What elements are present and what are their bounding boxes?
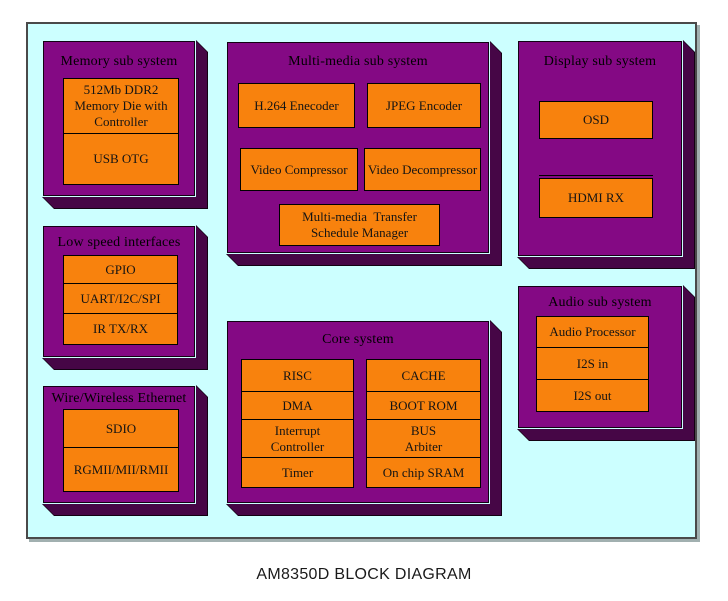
block-i2s-in: I2S in [536, 347, 649, 380]
block-risc: RISC [241, 359, 354, 392]
hdmi-divider-line [539, 175, 653, 176]
block-jpeg-encoder: JPEG Encoder [367, 83, 481, 128]
core-left-column: RISC DMA Interrupt Controller Timer [241, 359, 354, 488]
block-interrupt-controller: Interrupt Controller [241, 419, 354, 458]
panel-title: Audio sub system [548, 295, 652, 310]
panel-title: Memory sub system [60, 54, 178, 69]
low-speed-block-stack: GPIO UART/I2C/SPI IR TX/RX [63, 255, 178, 345]
diagram-caption: AM8350D BLOCK DIAGRAM [256, 566, 472, 583]
block-timer: Timer [241, 457, 354, 488]
block-dma: DMA [241, 391, 354, 420]
panel-display-subsystem: Display sub system OSD HDMI RX [518, 41, 694, 268]
memory-block-stack: 512Mb DDR2 Memory Die with Controller US… [63, 78, 179, 185]
diagram-canvas: Memory sub system 512Mb DDR2 Memory Die … [26, 22, 697, 539]
panel-wire-wireless-ethernet: Wire/Wireless Ethernet SDIO RGMII/MII/RM… [43, 386, 207, 515]
block-uart-i2c-spi: UART/I2C/SPI [63, 283, 178, 314]
block-video-decompressor: Video Decompressor [364, 148, 481, 191]
panel-title: Multi-media sub system [288, 54, 428, 69]
block-bus-arbiter: BUS Arbiter [366, 419, 481, 458]
block-cache: CACHE [366, 359, 481, 392]
block-ir-tx-rx: IR TX/RX [63, 313, 178, 345]
panel-core-system: Core system RISC DMA Interrupt Controlle… [227, 321, 501, 515]
panel-title: Low speed interfaces [57, 235, 181, 250]
block-i2s-out: I2S out [536, 379, 649, 412]
panel-title: Display sub system [543, 54, 657, 69]
block-multimedia-transfer-schedule-manager: Multi-media Transfer Schedule Manager [279, 204, 440, 246]
block-rgmii-mii-rmii: RGMII/MII/RMII [63, 447, 179, 492]
block-boot-rom: BOOT ROM [366, 391, 481, 420]
block-video-compressor: Video Compressor [240, 148, 358, 191]
panel-low-speed-interfaces: Low speed interfaces GPIO UART/I2C/SPI I… [43, 226, 207, 369]
block-audio-processor: Audio Processor [536, 316, 649, 348]
block-h264-encoder: H.264 Enecoder [238, 83, 355, 128]
panel-title: Wire/Wireless Ethernet [51, 391, 187, 406]
panel-memory-subsystem: Memory sub system 512Mb DDR2 Memory Die … [43, 41, 207, 208]
block-512mb-ddr2-memory-die: 512Mb DDR2 Memory Die with Controller [63, 78, 179, 134]
block-hdmi-rx: HDMI RX [539, 178, 653, 218]
block-usb-otg: USB OTG [63, 133, 179, 185]
audio-block-stack: Audio Processor I2S in I2S out [536, 316, 649, 412]
core-right-column: CACHE BOOT ROM BUS Arbiter On chip SRAM [366, 359, 481, 488]
block-osd: OSD [539, 101, 653, 139]
panel-title: Core system [322, 332, 394, 347]
ethernet-block-stack: SDIO RGMII/MII/RMII [63, 409, 179, 492]
block-gpio: GPIO [63, 255, 178, 284]
panel-multimedia-subsystem: Multi-media sub system H.264 Enecoder JP… [227, 42, 501, 265]
block-on-chip-sram: On chip SRAM [366, 457, 481, 488]
block-sdio: SDIO [63, 409, 179, 448]
panel-audio-subsystem: Audio sub system Audio Processor I2S in … [518, 286, 694, 440]
